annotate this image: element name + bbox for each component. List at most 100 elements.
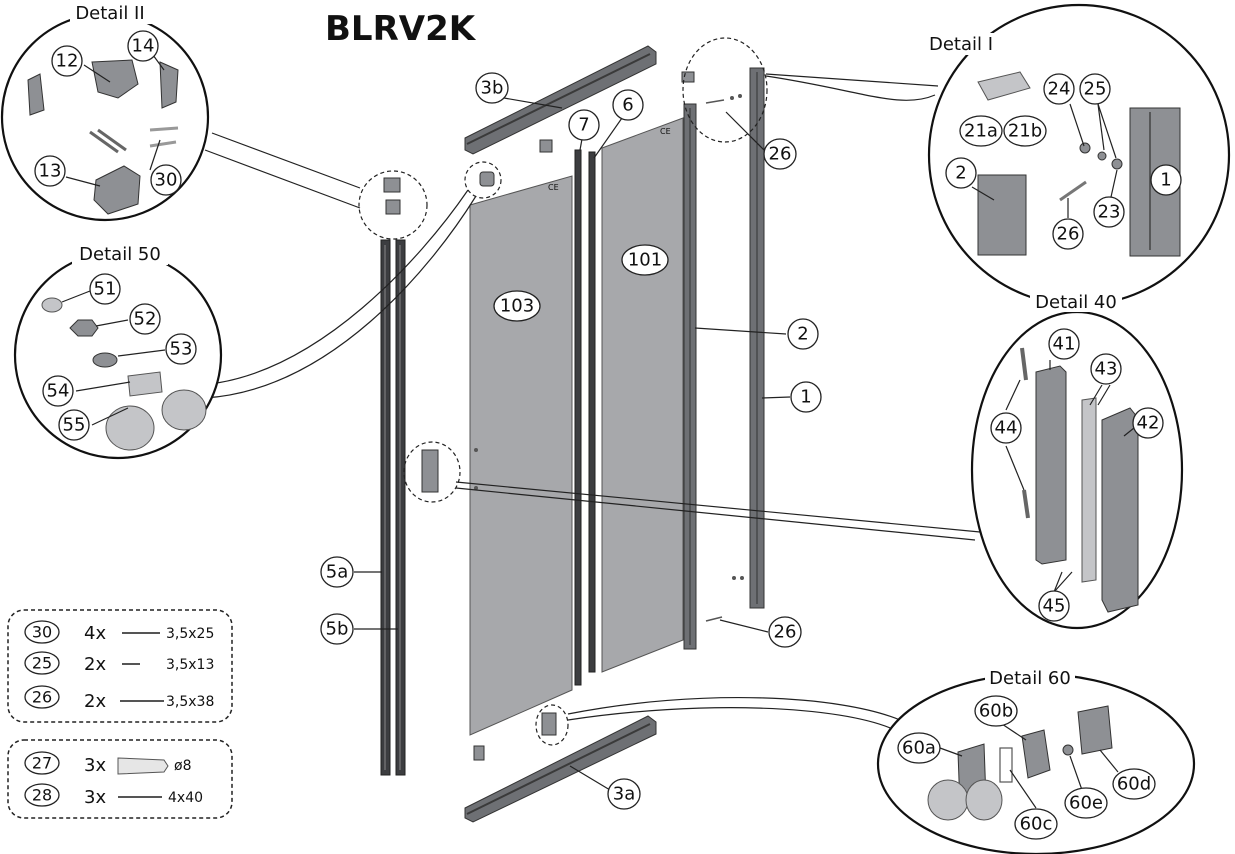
svg-text:3b: 3b bbox=[481, 78, 504, 99]
ce-mark-103: CE bbox=[548, 183, 559, 192]
svg-text:26: 26 bbox=[1057, 224, 1080, 245]
label-54: 54 bbox=[42, 375, 74, 407]
detail-50-title: Detail 50 bbox=[79, 244, 161, 265]
detail-i-marker bbox=[682, 37, 768, 143]
svg-text:30: 30 bbox=[32, 623, 52, 642]
svg-text:30: 30 bbox=[155, 170, 178, 191]
hardware-box-2: 27 3x ø8 28 3x 4x40 bbox=[7, 739, 233, 819]
svg-text:42: 42 bbox=[1137, 413, 1160, 434]
handle-part-40 bbox=[421, 449, 439, 493]
svg-text:12: 12 bbox=[56, 51, 79, 72]
label-2: 2 bbox=[787, 318, 819, 350]
svg-text:4x40: 4x40 bbox=[168, 790, 203, 806]
label-26-detail: 26 bbox=[1052, 218, 1084, 250]
svg-text:24: 24 bbox=[1048, 79, 1071, 100]
hw-row-25: 25 2x 3,5x13 bbox=[24, 651, 214, 675]
label-leaders bbox=[61, 54, 1135, 809]
label-21b: 21b bbox=[1003, 115, 1047, 147]
glass-panel-101 bbox=[601, 117, 684, 673]
svg-text:25: 25 bbox=[1084, 79, 1107, 100]
svg-text:55: 55 bbox=[63, 415, 86, 436]
svg-text:1: 1 bbox=[800, 387, 811, 408]
svg-text:51: 51 bbox=[94, 279, 117, 300]
label-5b: 5b bbox=[320, 613, 354, 645]
svg-text:7: 7 bbox=[578, 115, 589, 136]
label-44: 44 bbox=[990, 412, 1022, 444]
detail-60-marker bbox=[535, 704, 569, 746]
svg-text:3,5x25: 3,5x25 bbox=[166, 626, 214, 642]
svg-text:2: 2 bbox=[797, 324, 808, 345]
svg-text:3,5x13: 3,5x13 bbox=[166, 657, 214, 673]
label-41: 41 bbox=[1048, 328, 1080, 360]
svg-text:5a: 5a bbox=[326, 562, 348, 583]
seal-strip-6 bbox=[588, 151, 596, 673]
part-labels: 3b 7 6 26 101 103 2 1 5a 5b 26 3a 12 14 … bbox=[34, 30, 1182, 840]
detail-ii-title: Detail II bbox=[75, 3, 144, 24]
svg-text:ø8: ø8 bbox=[174, 758, 191, 774]
detail-40: Detail 40 bbox=[970, 290, 1184, 630]
label-30: 30 bbox=[150, 164, 182, 196]
svg-text:2x: 2x bbox=[84, 691, 106, 712]
svg-text:60b: 60b bbox=[979, 701, 1013, 722]
label-60e: 60e bbox=[1064, 787, 1108, 819]
cap-12 bbox=[383, 177, 401, 193]
hardware-box-1: 30 4x 3,5x25 25 2x 3,5x13 26 2x 3,5x38 bbox=[7, 609, 233, 723]
label-7: 7 bbox=[568, 109, 600, 141]
label-55: 55 bbox=[58, 409, 90, 441]
label-52: 52 bbox=[129, 303, 161, 335]
label-21a: 21a bbox=[959, 115, 1003, 147]
svg-text:3,5x38: 3,5x38 bbox=[166, 694, 214, 710]
label-60b: 60b bbox=[974, 695, 1018, 727]
label-2-detail: 2 bbox=[945, 157, 977, 189]
svg-text:23: 23 bbox=[1098, 202, 1121, 223]
svg-text:26: 26 bbox=[32, 688, 52, 707]
hw-row-26: 26 2x 3,5x38 bbox=[24, 685, 214, 712]
svg-text:21b: 21b bbox=[1008, 121, 1042, 142]
svg-text:5b: 5b bbox=[326, 619, 349, 640]
label-26-top: 26 bbox=[763, 138, 797, 170]
detail-60: Detail 60 bbox=[876, 666, 1196, 854]
svg-text:3a: 3a bbox=[613, 784, 635, 805]
svg-text:43: 43 bbox=[1095, 359, 1118, 380]
label-43: 43 bbox=[1090, 353, 1122, 385]
main-assembly: CE CE bbox=[380, 45, 765, 823]
svg-text:2: 2 bbox=[955, 163, 966, 184]
top-rail-3b bbox=[464, 45, 657, 155]
hinge-block-bottom bbox=[473, 745, 485, 761]
svg-text:101: 101 bbox=[628, 250, 662, 271]
label-3a: 3a bbox=[607, 778, 641, 810]
label-13: 13 bbox=[34, 155, 66, 187]
label-103: 103 bbox=[493, 290, 541, 322]
label-24: 24 bbox=[1043, 73, 1075, 105]
svg-text:3x: 3x bbox=[84, 755, 106, 776]
ce-mark-101: CE bbox=[660, 127, 671, 136]
label-26-bottom: 26 bbox=[768, 616, 802, 648]
svg-text:4x: 4x bbox=[84, 623, 106, 644]
label-23: 23 bbox=[1093, 196, 1125, 228]
detail-ii-marker bbox=[358, 170, 428, 240]
svg-text:60c: 60c bbox=[1020, 814, 1053, 835]
glass-panel-103 bbox=[469, 175, 573, 736]
label-60d: 60d bbox=[1112, 768, 1156, 800]
hinge-block-top bbox=[539, 139, 553, 153]
label-45: 45 bbox=[1038, 590, 1070, 622]
detail-40-title: Detail 40 bbox=[1035, 292, 1117, 313]
svg-text:60a: 60a bbox=[902, 738, 936, 759]
svg-text:53: 53 bbox=[170, 339, 193, 360]
svg-text:103: 103 bbox=[500, 296, 534, 317]
label-6: 6 bbox=[612, 89, 644, 121]
svg-text:54: 54 bbox=[47, 381, 70, 402]
label-3b: 3b bbox=[475, 72, 509, 104]
roller-60 bbox=[541, 712, 557, 736]
hw-row-28: 28 3x 4x40 bbox=[24, 783, 203, 808]
detail-i: Detail I bbox=[925, 3, 1231, 307]
label-101: 101 bbox=[621, 244, 669, 276]
svg-text:52: 52 bbox=[134, 309, 157, 330]
label-60a: 60a bbox=[897, 732, 941, 764]
hw-row-27: 27 3x ø8 bbox=[24, 751, 191, 776]
svg-text:6: 6 bbox=[622, 95, 633, 116]
hw-row-30: 30 4x 3,5x25 bbox=[24, 620, 214, 644]
svg-text:14: 14 bbox=[132, 36, 155, 57]
label-25: 25 bbox=[1079, 73, 1111, 105]
